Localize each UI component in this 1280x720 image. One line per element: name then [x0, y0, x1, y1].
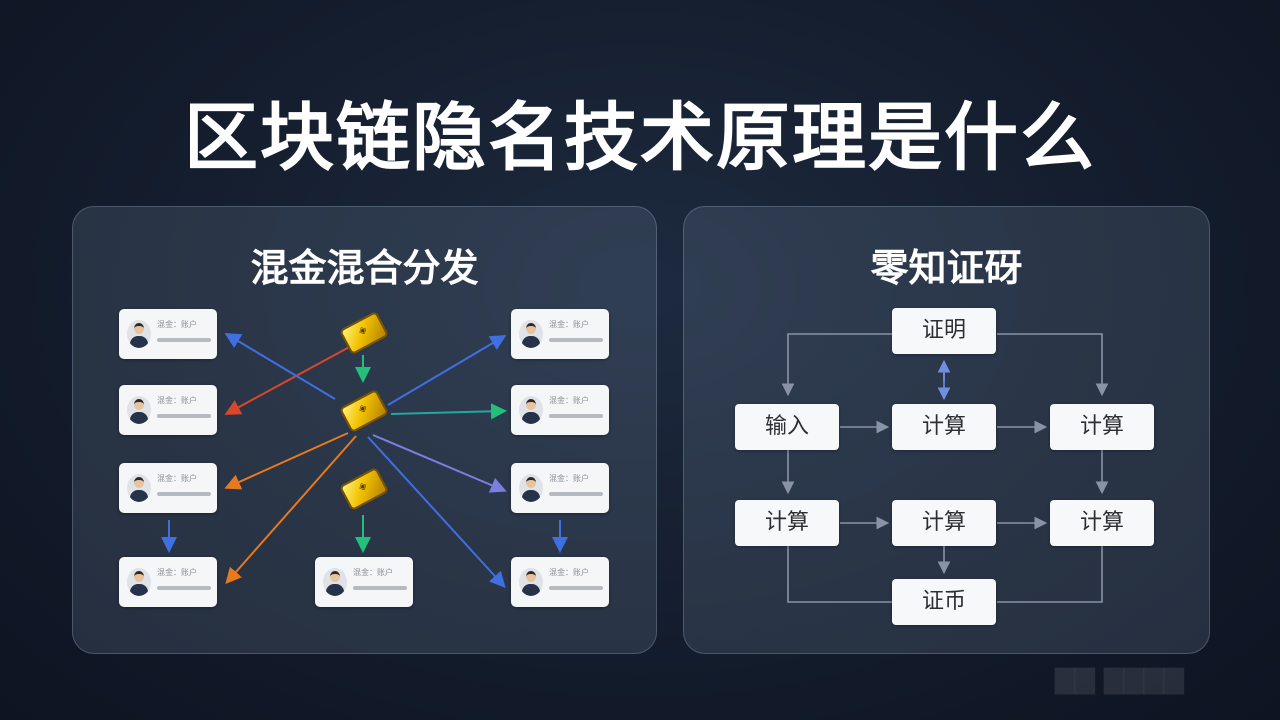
node-compute-bottom-center: 计算	[892, 500, 996, 546]
card-label: 混金：账户	[157, 320, 197, 329]
avatar	[127, 474, 151, 502]
node-proof: 证明	[892, 308, 996, 354]
zk-proof-panel: 零知证砑 证明 输入 计算 计算 计算 计算 计算 证币	[683, 206, 1210, 654]
avatar	[127, 568, 151, 596]
account-card: 混金：账户	[119, 385, 217, 435]
node-compute-bottom-left: 计算	[735, 500, 839, 546]
zk-panel-title: 零知证砑	[870, 246, 1023, 290]
line-bl-to-coin	[787, 546, 892, 603]
arrow-coin1-to-left2	[224, 344, 354, 415]
node-input: 输入	[735, 404, 839, 450]
account-card: 混金：账户	[511, 309, 609, 359]
arrow-coin2-to-right3	[372, 434, 507, 493]
node-compute-right: 计算	[1050, 404, 1154, 450]
zk-flow-arrows	[781, 333, 1109, 603]
card-label: 混金：账户	[549, 320, 589, 329]
arrow-coin2-to-left1	[224, 332, 336, 400]
mixing-arrows	[161, 332, 568, 588]
line-br-to-coin	[997, 546, 1103, 603]
account-card: 混金：账户	[511, 557, 609, 607]
mixing-panel: 混金混合分发 混金：账户	[72, 206, 657, 654]
avatar	[519, 474, 543, 502]
avatar	[519, 320, 543, 348]
node-coin: 证币	[892, 579, 996, 625]
card-label: 混金：账户	[157, 396, 197, 405]
arrow-coin2-to-left3	[224, 432, 349, 490]
mixing-panel-title: 混金混合分发	[250, 246, 479, 290]
account-card: 混金：账户	[511, 385, 609, 435]
card-label: 混金：账户	[549, 396, 589, 405]
arrow-coin2-to-right2	[390, 403, 507, 420]
arrow-proof-to-input	[781, 333, 892, 397]
node-compute-center: 计算	[892, 404, 996, 450]
avatar	[127, 396, 151, 424]
node-compute-bottom-right: 计算	[1050, 500, 1154, 546]
page-title: 区块链隐名技术原理是什么	[184, 95, 1096, 181]
account-card: 混金：账户	[119, 309, 217, 359]
watermark: ▇▇ ▇▇▇▇	[1055, 665, 1185, 695]
arrow-proof-to-compute-right	[997, 333, 1109, 397]
arrow-coin2-to-left4	[225, 435, 357, 584]
account-card: 混金：账户	[315, 557, 413, 607]
avatar	[519, 568, 543, 596]
card-label: 混金：账户	[157, 568, 197, 577]
avatar	[127, 320, 151, 348]
card-label: 混金：账户	[353, 568, 393, 577]
avatar	[323, 568, 347, 596]
card-label: 混金：账户	[549, 474, 589, 483]
card-label: 混金：账户	[549, 568, 589, 577]
account-card: 混金：账户	[119, 463, 217, 513]
arrow-coin2-to-right1	[387, 334, 507, 406]
account-card: 混金：账户	[119, 557, 217, 607]
account-card: 混金：账户	[511, 463, 609, 513]
card-label: 混金：账户	[157, 474, 197, 483]
avatar	[519, 396, 543, 424]
arrow-coin2-to-right4	[367, 436, 506, 588]
